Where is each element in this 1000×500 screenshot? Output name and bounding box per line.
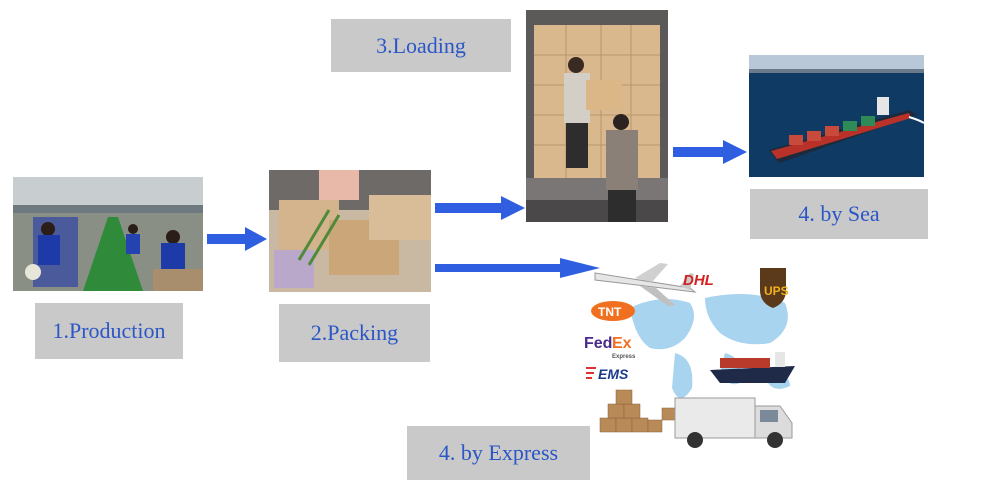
tnt-logo: TNT — [591, 301, 635, 321]
dhl-logo: DHL — [683, 272, 714, 289]
step-loading-label: 3.Loading — [331, 19, 511, 72]
airplane-icon — [595, 263, 695, 306]
truck-icon — [675, 398, 792, 448]
svg-text:Express: Express — [612, 354, 636, 360]
ups-logo: UPS — [760, 268, 789, 308]
boxes-icon — [600, 390, 676, 432]
svg-text:EMS: EMS — [598, 366, 629, 382]
packing-photo — [269, 170, 431, 292]
arrow-packing-to-loading — [435, 196, 525, 220]
cargo-ship-photo — [749, 55, 924, 177]
production-photo — [13, 177, 203, 291]
arrow-packing-to-express — [435, 258, 600, 280]
container-photo — [526, 10, 668, 222]
step-packing-label: 2.Packing — [279, 304, 430, 362]
step-express-label: 4. by Express — [407, 426, 590, 480]
express-illustration: DHL UPS TNT Fed Ex Express EMS — [580, 258, 810, 458]
ship-icon — [710, 352, 795, 383]
step-production-label: 1.Production — [35, 303, 183, 359]
fedex-logo: Fed Ex Express — [584, 335, 636, 360]
ems-logo: EMS — [586, 366, 636, 382]
arrow-production-to-packing — [207, 227, 267, 251]
arrow-loading-to-sea — [673, 140, 747, 164]
svg-text:TNT: TNT — [598, 305, 622, 319]
svg-text:Ex: Ex — [612, 335, 632, 352]
svg-text:Fed: Fed — [584, 335, 612, 352]
step-sea-label: 4. by Sea — [750, 189, 928, 239]
svg-text:UPS: UPS — [764, 284, 789, 298]
